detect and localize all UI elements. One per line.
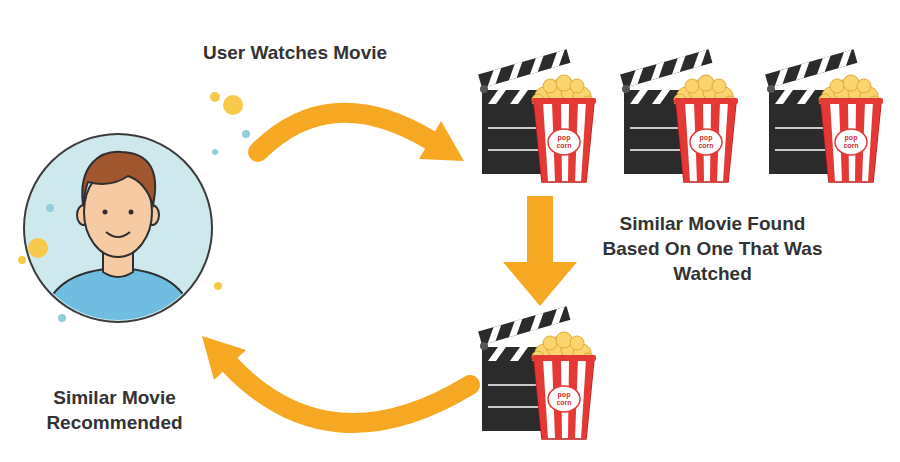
movie-icon — [478, 49, 596, 182]
movie-icon — [478, 306, 596, 439]
flow-label: Similar Movie Recommended — [32, 385, 197, 435]
bucket-label: pop corn — [837, 134, 865, 150]
decor-dots — [18, 92, 250, 322]
bucket-label: pop corn — [550, 391, 578, 407]
flow-label: Similar Movie Found Based On One That Wa… — [600, 211, 825, 286]
movie-icon — [620, 49, 738, 182]
movie-icon — [765, 49, 883, 182]
bucket-label: pop corn — [692, 134, 720, 150]
user-figure — [24, 134, 212, 330]
flow-label: User Watches Movie — [203, 40, 433, 65]
bucket-label: pop corn — [550, 134, 578, 150]
